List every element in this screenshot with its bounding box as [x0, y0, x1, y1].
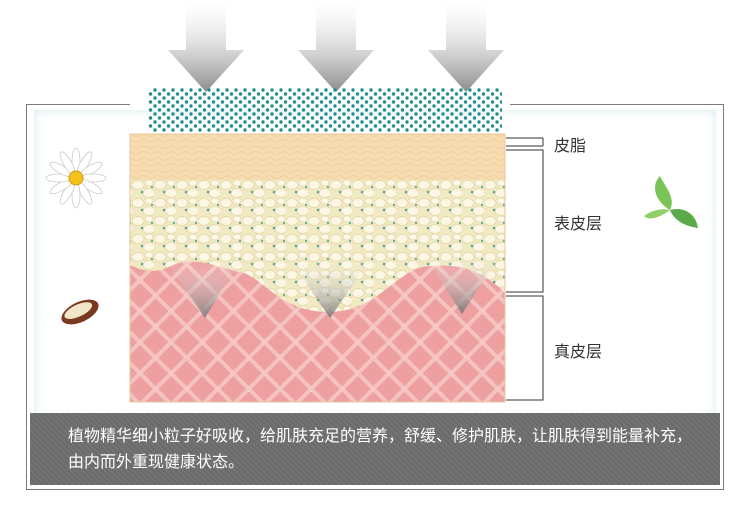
description-caption: 植物精华细小粒子好吸收，给肌肤充足的营养，舒缓、修护肌肤，让肌肤得到能量补充，由…	[30, 413, 720, 485]
dermis-layer	[130, 261, 505, 402]
down-arrow-icon	[290, 260, 370, 318]
nut-slice-icon	[61, 299, 99, 325]
label-epidermis: 表皮层	[554, 214, 603, 233]
skin-cross-section	[130, 134, 505, 402]
down-arrow-icon	[168, 0, 244, 92]
daisy-flower-icon	[45, 147, 107, 209]
down-arrow-icon	[425, 256, 500, 314]
sebum-layer	[130, 134, 505, 180]
down-arrow-icon	[165, 260, 240, 318]
plant-particles	[148, 88, 502, 132]
leaf-icon	[644, 176, 698, 228]
down-arrow-icon	[298, 0, 374, 92]
layer-brackets	[506, 137, 544, 401]
down-arrow-icon	[428, 0, 504, 92]
label-sebum: 皮脂	[554, 136, 587, 155]
label-dermis: 真皮层	[554, 342, 603, 361]
